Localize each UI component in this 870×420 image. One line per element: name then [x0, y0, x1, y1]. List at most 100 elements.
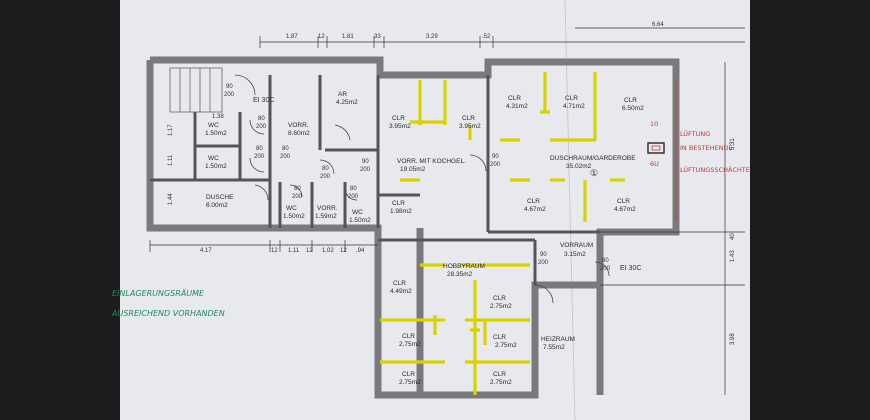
dim-label: 1.44 [168, 193, 174, 205]
door-width: 80 [282, 146, 289, 152]
room-area: 4.67m2 [524, 206, 546, 213]
room-name: CLR [402, 333, 415, 340]
room-name: AR [338, 91, 347, 98]
room-name: DUSCHRAUM/GARDEROBE [550, 155, 636, 162]
red-fraction-bottom: 6U [650, 160, 659, 168]
dim-label: 1.11 [288, 248, 300, 254]
room-area: 4.31m2 [506, 103, 528, 110]
room-name: VORRAUM [560, 242, 593, 249]
room-name: HOBBYRAUM [443, 263, 485, 270]
paper-sheet [120, 0, 750, 420]
dim-label: 3.29 [426, 34, 438, 40]
room-name: CLR [402, 371, 415, 378]
dim-label: 12 [306, 248, 313, 254]
room-area: 2.75m2 [490, 379, 512, 386]
room-name: CLR [617, 198, 630, 205]
room-area: 1.98m2 [390, 208, 412, 215]
dim-label: 12 [318, 34, 325, 40]
room-name: CLR [624, 97, 637, 104]
red-handwritten-note: LÜFTUNG IN BESTEHENDE LÜFTUNGSSCHÄCHTE [680, 129, 750, 174]
room-name: CLR [493, 295, 506, 302]
right-dimension-labels: 5.31 40 1.43 3.98 [730, 138, 736, 345]
room-area: 2.75m2 [495, 342, 517, 349]
room-name: WC [208, 122, 219, 129]
left-dimension-labels: 1.38 1.17 1.11 1.44 [168, 114, 224, 205]
room-name: CLR [392, 200, 405, 207]
dim-label: 5.31 [730, 138, 736, 150]
door-height: 200 [348, 194, 359, 200]
room-area: 19.05m2 [400, 166, 426, 173]
red-note-line: IN BESTEHENDE [680, 144, 733, 152]
door-width: 90 [492, 154, 499, 160]
room-name: CLR [392, 115, 405, 122]
door-width: 80 [602, 258, 609, 264]
room-area: 4.71m2 [563, 103, 585, 110]
door-height: 200 [254, 154, 265, 160]
green-handwritten-note: EINLAGERUNGSRÄUME AUSREICHEND VORHANDEN [111, 288, 225, 318]
room-area: 4.25m2 [336, 99, 358, 106]
room-area: 4.67m2 [614, 206, 636, 213]
room-area: 1.50m2 [349, 217, 371, 224]
room-name: CLR [493, 371, 506, 378]
room-area: 1.50m2 [283, 213, 305, 220]
dim-label: 1.17 [168, 124, 174, 136]
dim-label: 1.11 [168, 154, 174, 166]
room-labels: AR 4.25m2 CLR 3.95m2 CLR 3.95m2 CLR 4.31… [205, 91, 644, 386]
room-name: HEIZRAUM [541, 336, 575, 343]
door-width: 80 [258, 116, 265, 122]
room-area: 3.95m2 [389, 123, 411, 130]
top-dimension-labels: 1.87 12 1.81 33 3.29 .52 6.64 [286, 22, 664, 40]
red-note-line: LÜFTUNGSSCHÄCHTE [680, 165, 750, 174]
storage-partitions [380, 72, 625, 395]
dim-label: 1.81 [342, 34, 354, 40]
stair [169, 67, 223, 113]
door-width: 80 [256, 146, 263, 152]
dim-label: 12 [271, 248, 278, 254]
room-name: CLR [565, 95, 578, 102]
door-height: 200 [490, 162, 501, 168]
room-area: 8.60m2 [288, 130, 310, 137]
reference-symbol: ① [590, 168, 598, 178]
room-area: 6.00m2 [206, 202, 228, 209]
dim-label: 1.38 [212, 114, 224, 120]
dim-label: 1.87 [286, 34, 298, 40]
door-swings [234, 74, 610, 304]
green-note-line: AUSREICHEND VORHANDEN [111, 309, 225, 318]
dim-label: .94 [356, 248, 365, 254]
dim-label: 3.98 [730, 333, 736, 345]
red-fraction-top: 10 [650, 120, 658, 128]
dim-label: 1.43 [730, 250, 736, 262]
dim-label: 6.64 [652, 22, 664, 28]
bottom-dimension-line [149, 240, 378, 252]
room-name: CLR [508, 95, 521, 102]
room-name: DUSCHE [206, 194, 234, 201]
door-height: 200 [292, 194, 303, 200]
door-width: 80 [350, 186, 357, 192]
room-name: WC [208, 155, 219, 162]
door-height: 200 [360, 167, 371, 173]
room-area: 35.02m2 [566, 163, 592, 170]
top-dimension-line [259, 27, 745, 48]
bottom-dimension-labels: 4.17 12 1.11 12 1.02 12 .94 [200, 248, 365, 254]
room-area: 6.50m2 [622, 105, 644, 112]
dim-label: 12 [340, 248, 347, 254]
dim-label: 1.02 [322, 248, 334, 254]
room-name: WC [352, 209, 363, 216]
door-width: 90 [362, 159, 369, 165]
room-area: 2.75m2 [399, 341, 421, 348]
room-name: CLR [393, 280, 406, 287]
dim-label: 4.17 [200, 248, 212, 254]
dim-label: 40 [730, 233, 736, 240]
dim-label: .52 [482, 34, 491, 40]
door-labels: 90 200 80 200 80 200 80 200 90 200 80 20… [224, 84, 611, 272]
room-area: 4.49m2 [390, 288, 412, 295]
room-name: CLR [493, 334, 506, 341]
room-area: 1.50m2 [205, 163, 227, 170]
door-height: 200 [320, 174, 331, 180]
door-width: 80 [294, 186, 301, 192]
door-height: 200 [600, 266, 611, 272]
room-area: 28.35m2 [447, 271, 473, 278]
room-name: WC [286, 205, 297, 212]
door-width: 90 [226, 84, 233, 90]
